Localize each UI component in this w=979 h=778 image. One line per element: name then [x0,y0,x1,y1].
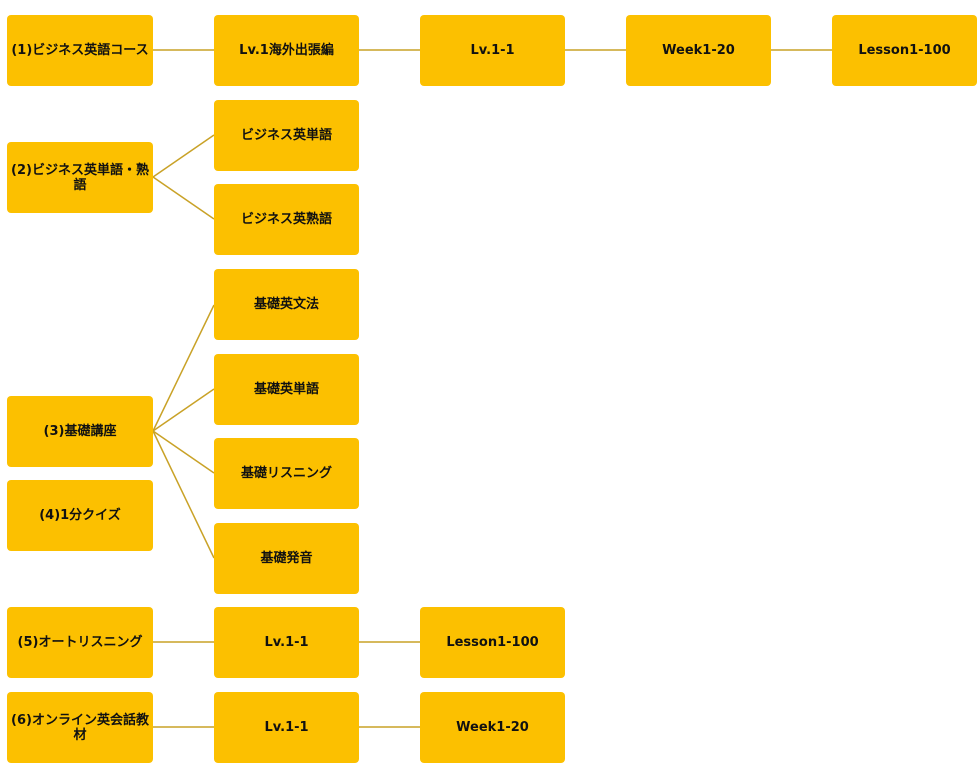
node-week-range: Week1-20 [626,15,771,86]
node-business-vocab: ビジネス英単語 [214,100,359,171]
connector [152,388,215,432]
node-auto-listening: (5)オートリスニング [7,607,153,678]
node-lv1-1: Lv.1-1 [420,15,565,86]
node-business-idiom: ビジネス英熟語 [214,184,359,255]
node-basic-listening: 基礎リスニング [214,438,359,509]
node-one-minute-quiz: (4)1分クイズ [7,480,153,551]
node-week-range: Week1-20 [420,692,565,763]
connector [152,430,215,474]
node-business-course: (1)ビジネス英語コース [7,15,153,86]
node-lv1-1: Lv.1-1 [214,607,359,678]
node-lesson-range: Lesson1-100 [832,15,977,86]
node-online-conversation-material: (6)オンライン英会話教材 [7,692,153,763]
connector [152,134,215,178]
node-basic-vocab: 基礎英単語 [214,354,359,425]
node-lesson-range: Lesson1-100 [420,607,565,678]
node-lv1-1: Lv.1-1 [214,692,359,763]
node-basic-pronunciation: 基礎発音 [214,523,359,594]
node-vocab-idiom: (2)ビジネス英単語・熟語 [7,142,153,213]
node-lv1-overseas-trip: Lv.1海外出張編 [214,15,359,86]
node-basic-course: (3)基礎講座 [7,396,153,467]
node-basic-grammar: 基礎英文法 [214,269,359,340]
connector [152,430,215,559]
connector [152,304,215,432]
connector [152,176,215,220]
